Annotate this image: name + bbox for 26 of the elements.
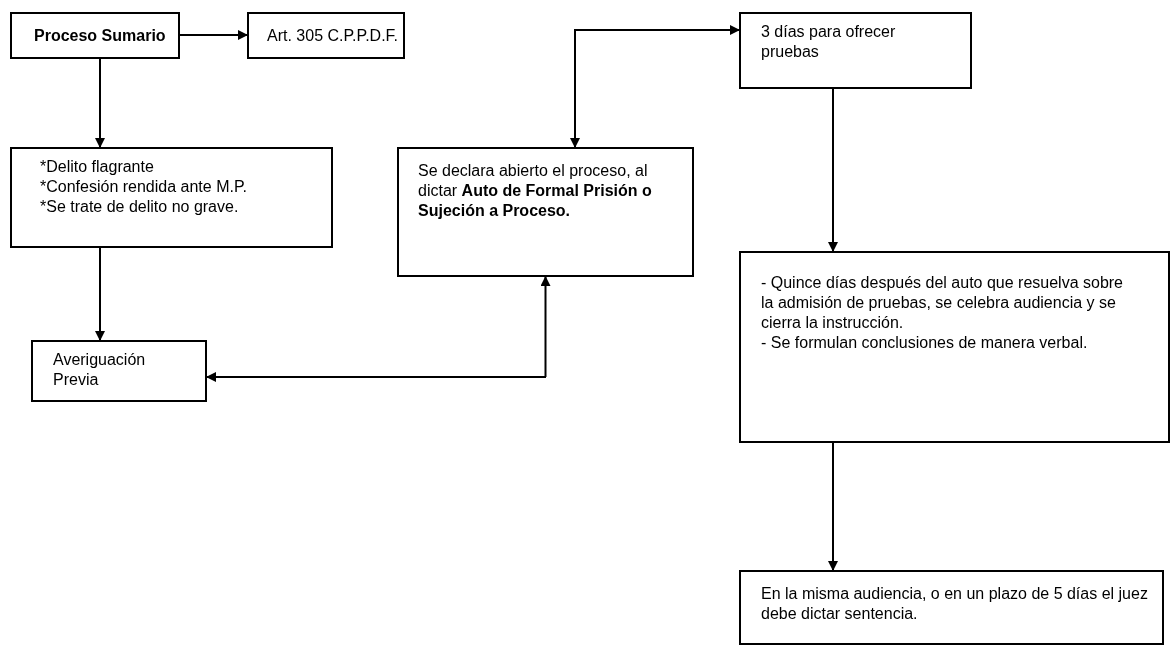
process-box xyxy=(739,251,1170,443)
arrow xyxy=(828,88,838,252)
box-text: *Confesión rendida ante M.P. xyxy=(40,177,248,197)
arrow xyxy=(206,276,551,382)
process-box xyxy=(739,570,1164,645)
box-text: Proceso Sumario xyxy=(34,26,167,46)
box-text: *Delito flagrante xyxy=(40,157,155,177)
box-text: En la misma audiencia, o en un plazo de 5 días el juez debe dictar sentencia. xyxy=(761,584,1149,624)
process-box xyxy=(10,12,180,59)
box-text: 3 días para ofrecer pruebas xyxy=(761,22,897,62)
box-text: Se declara abierto el proceso, al dictar Auto de Formal Prisión o Sujeción a Proceso. xyxy=(418,161,653,221)
box-text: - Quince días después del auto que resuelva sobre la admisión de pruebas, se celebra audiencia y se cierra la instrucción. xyxy=(761,273,1124,333)
arrow xyxy=(828,442,838,571)
arrow xyxy=(95,58,105,148)
box-text: *Se trate de delito no grave. xyxy=(40,197,240,217)
arrow xyxy=(179,30,248,40)
arrow xyxy=(95,247,105,341)
process-box xyxy=(739,12,972,89)
process-box xyxy=(31,340,207,402)
process-box xyxy=(397,147,694,277)
process-box xyxy=(247,12,405,59)
arrow xyxy=(570,25,740,148)
box-text: Art. 305 C.P.P.D.F. xyxy=(267,26,400,46)
box-text: Averiguación Previa xyxy=(53,350,147,390)
process-box xyxy=(10,147,333,248)
box-text: - Se formulan conclusiones de manera verbal. xyxy=(761,333,1089,353)
